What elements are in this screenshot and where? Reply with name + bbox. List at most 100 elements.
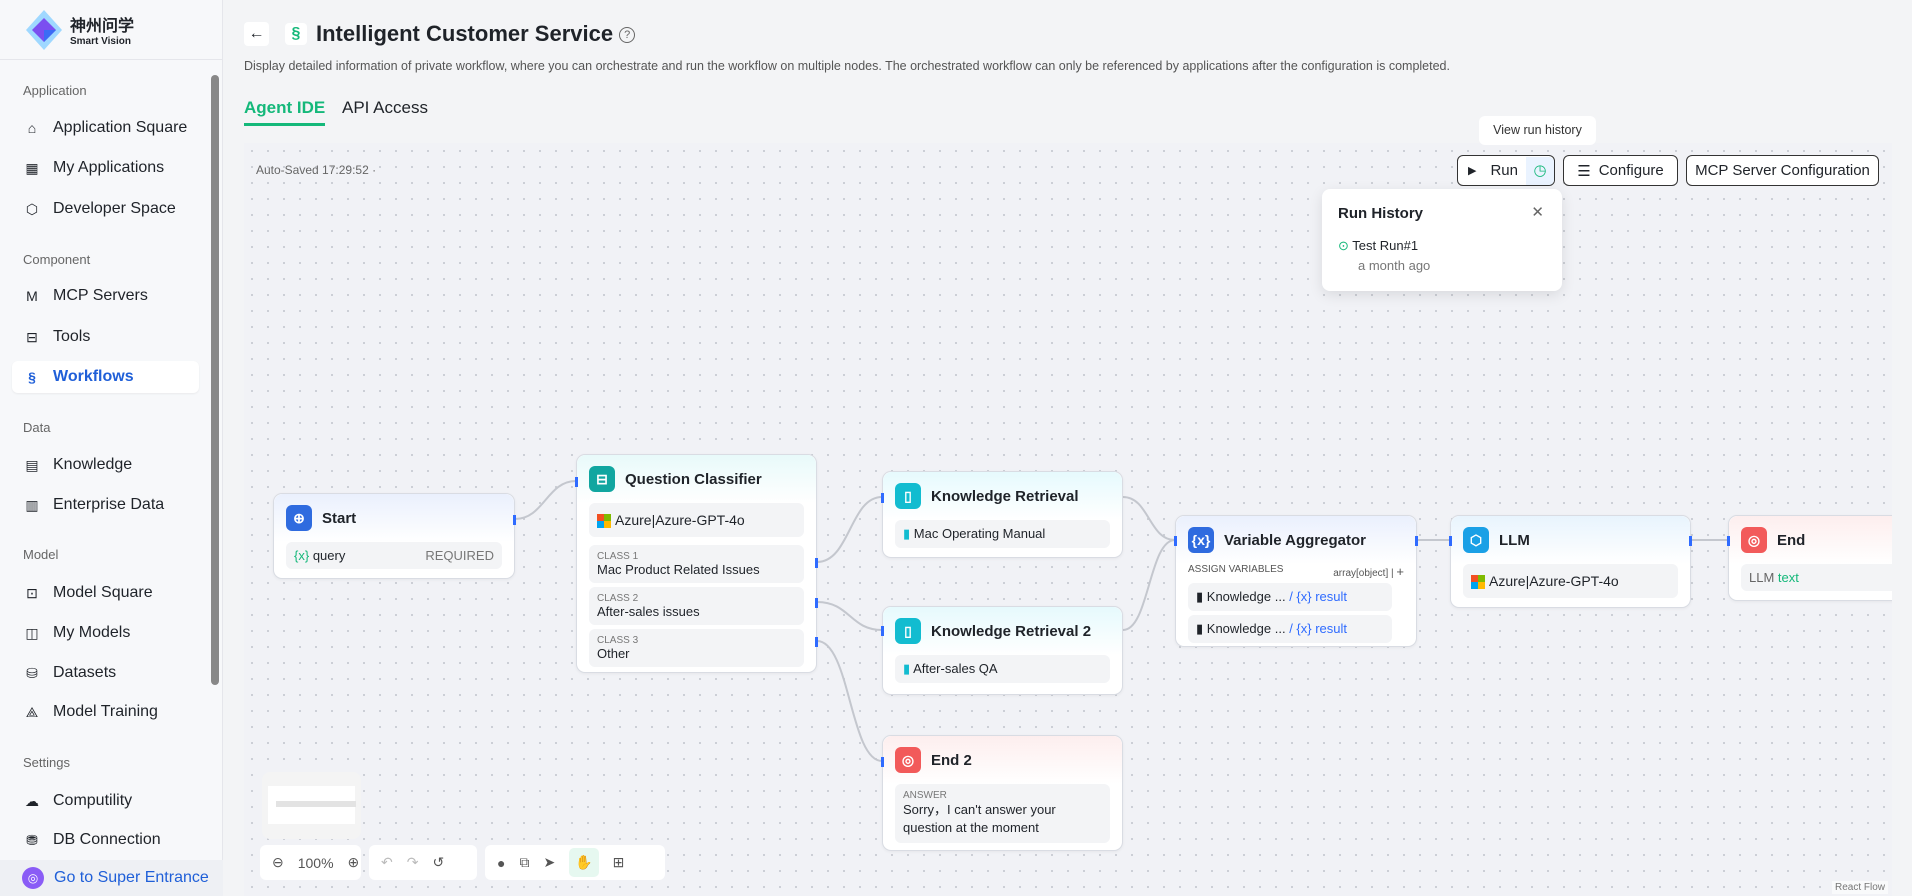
hand-icon[interactable]: ✋ <box>569 848 599 877</box>
sidebar-item-label: Computility <box>53 792 133 809</box>
sidebar-item-db-connection[interactable]: ⛃DB Connection <box>12 824 199 856</box>
output-handle[interactable] <box>815 598 818 608</box>
output-handle[interactable] <box>1689 536 1692 546</box>
class-text: After-sales issues <box>597 604 700 620</box>
sidebar-item-my-applications[interactable]: ▦My Applications <box>12 152 199 184</box>
knowledge-base: After-sales QA <box>913 661 998 676</box>
history-icon[interactable]: ↺ <box>432 854 445 870</box>
workflow-canvas[interactable]: Auto-Saved 17:29:52 · ▶Run ◷ ☰Configure … <box>244 143 1892 896</box>
tab-agent-ide[interactable]: Agent IDE <box>244 98 326 126</box>
node-question-classifier[interactable]: ⊟Question Classifier Azure|Azure-GPT-4o … <box>575 454 818 673</box>
sidebar-item-tools[interactable]: ⊟Tools <box>12 321 199 353</box>
sidebar-item-developer-space[interactable]: ⬡Developer Space <box>12 193 199 225</box>
run-history-icon[interactable]: ◷ <box>1526 156 1554 185</box>
output-handle[interactable] <box>815 558 818 568</box>
input-handle[interactable] <box>881 757 884 767</box>
sidebar-item-label: My Applications <box>53 159 165 176</box>
knowledge-icon: ▮ <box>903 526 911 541</box>
variable-icon: {x} <box>1188 527 1214 553</box>
node-knowledge-retrieval[interactable]: ▯Knowledge Retrieval ▮ Mac Operating Man… <box>881 471 1123 558</box>
sidebar-item-label: My Models <box>53 624 131 641</box>
add-note-icon[interactable]: ⧉ <box>519 854 530 870</box>
mcp-config-button[interactable]: MCP Server Configuration <box>1686 155 1879 186</box>
cloud-icon: ☁ <box>25 792 39 809</box>
model-name: Azure|Azure-GPT-4o <box>1489 573 1619 589</box>
scan-icon: ⊡ <box>26 584 38 601</box>
super-entrance-button[interactable]: ◎ Go to Super Entrance <box>0 860 223 896</box>
sidebar-item-model-training[interactable]: ⟁Model Training <box>12 696 199 728</box>
sidebar-item-label: Model Square <box>53 584 153 601</box>
node-llm[interactable]: ⬡LLM Azure|Azure-GPT-4o <box>1449 515 1692 608</box>
close-icon[interactable]: ✕ <box>1531 204 1544 221</box>
sidebar-item-my-models[interactable]: ◫My Models <box>12 617 199 649</box>
play-icon: ▶ <box>1468 165 1477 177</box>
edges <box>514 480 1728 762</box>
sidebar-section-label: Application <box>23 83 87 98</box>
add-variable-button[interactable]: + <box>1396 564 1404 579</box>
edge-kr1-va <box>1122 496 1176 541</box>
sidebar-item-knowledge[interactable]: ▤Knowledge <box>12 449 199 481</box>
minimap[interactable] <box>262 772 361 839</box>
input-handle[interactable] <box>1174 536 1177 546</box>
pointer-icon[interactable]: ➤ <box>543 854 556 870</box>
sidebar-item-model-square[interactable]: ⊡ Model Square <box>12 577 199 609</box>
edge-qc-kr1 <box>816 496 883 563</box>
redo-icon[interactable]: ↷ <box>406 854 419 870</box>
output-handle[interactable] <box>815 637 818 647</box>
sidebar-item-computility[interactable]: ☁ Computility <box>12 785 199 817</box>
knowledge-icon: ▮ <box>1196 621 1204 636</box>
class-label: CLASS 1 <box>597 551 639 563</box>
output-handle[interactable] <box>1415 536 1418 546</box>
node-title: Start <box>322 509 357 527</box>
input-handle[interactable] <box>1449 536 1452 546</box>
entrance-icon: ◎ <box>22 867 44 889</box>
back-button[interactable]: ← <box>244 22 269 46</box>
react-flow-attribution[interactable]: React Flow <box>1831 881 1888 894</box>
sidebar-item-workflows[interactable]: §Workflows <box>12 361 199 393</box>
sidebar-item-label: Application Square <box>53 119 188 136</box>
output-var: text <box>1777 570 1799 585</box>
input-handle[interactable] <box>575 477 578 487</box>
run-history-item[interactable]: ⊙ Test Run#1 a month ago <box>1338 238 1546 273</box>
node-end[interactable]: ◎End LLM text <box>1727 515 1892 601</box>
input-handle[interactable] <box>881 626 884 636</box>
answer-label: ANSWER <box>903 790 947 801</box>
sidebar-item-application-square[interactable]: ⌂Application Square <box>12 112 199 144</box>
autosave-status: Auto-Saved 17:29:52 · <box>256 163 377 177</box>
sidebar-section-label: Component <box>23 252 91 267</box>
input-handle[interactable] <box>881 493 884 503</box>
add-node-icon[interactable]: ● <box>497 854 506 871</box>
tab-api-access[interactable]: API Access <box>342 98 428 117</box>
output-source: LLM <box>1749 570 1775 585</box>
sidebar-item-enterprise-data[interactable]: ▥Enterprise Data <box>12 489 199 521</box>
node-knowledge-retrieval-2[interactable]: ▯Knowledge Retrieval 2 ▮ After-sales QA <box>881 606 1123 695</box>
input-handle[interactable] <box>1727 536 1730 546</box>
knowledge-icon: ▮ <box>1196 589 1204 604</box>
output-handle[interactable] <box>513 515 516 525</box>
help-icon[interactable]: ? <box>619 27 636 44</box>
super-entrance-label: Go to Super Entrance <box>54 869 209 886</box>
knowledge-icon: ▮ <box>903 661 911 676</box>
brand-name: 神州问学 <box>70 18 135 35</box>
layout-icon[interactable]: ⊞ <box>612 854 625 870</box>
var-source: Knowledge ... <box>1206 621 1286 636</box>
zoom-in-icon[interactable]: ⊕ <box>347 854 360 870</box>
popover-title: Run History <box>1338 205 1424 222</box>
configure-button[interactable]: ☰Configure <box>1563 155 1678 186</box>
undo-icon[interactable]: ↶ <box>381 854 393 870</box>
mcp-icon: M <box>26 288 38 304</box>
run-button[interactable]: ▶Run ◷ <box>1457 155 1555 186</box>
document-icon: ▤ <box>25 456 39 473</box>
page-title: Intelligent Customer Service ? <box>316 21 636 47</box>
sidebar-item-datasets[interactable]: ⛁Datasets <box>12 657 199 689</box>
model-name: Azure|Azure-GPT-4o <box>615 512 745 528</box>
sidebar-scrollbar[interactable] <box>211 75 219 685</box>
variable-icon: {x} <box>294 548 310 563</box>
page-description: Display detailed information of private … <box>244 59 1450 73</box>
zoom-out-icon[interactable]: ⊖ <box>272 854 284 870</box>
